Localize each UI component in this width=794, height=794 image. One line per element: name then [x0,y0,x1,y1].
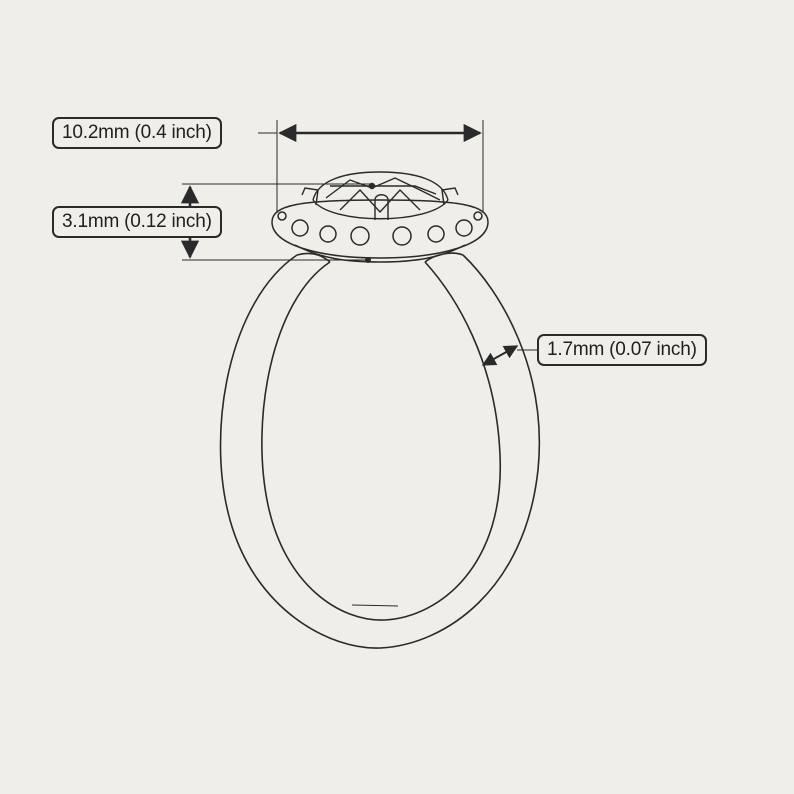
prong-front [374,194,389,220]
halo-setting [271,199,489,263]
band-width-label: 1.7mm (0.07 inch) [537,334,707,366]
ring-band [219,252,541,649]
setting-height-label: 3.1mm (0.12 inch) [52,206,222,238]
band-inner-edge [261,261,501,621]
halo-bead [277,211,287,221]
halo-stone [350,226,370,246]
stone-crown [312,171,449,201]
halo-top [271,199,489,223]
stone-facet [339,188,421,214]
prong-left [301,187,319,206]
center-stone [301,171,459,220]
stone-facet [330,185,437,195]
halo-stone [427,225,445,243]
band-outer-edge [219,254,541,649]
engraving-mark [351,604,399,607]
stone-width-label: 10.2mm (0.4 inch) [52,117,222,149]
halo-stone [392,226,412,246]
halo-stone [291,219,309,237]
dimension-width [258,120,484,213]
band-left-shoulder [296,252,331,263]
height-point [365,257,371,263]
stone-girdle [312,199,449,220]
halo-stone [455,219,473,237]
stone-facet [325,177,441,201]
halo-bead [473,211,483,221]
halo-stone [319,225,337,243]
halo-bottom [271,221,489,259]
band-arrow [481,345,519,366]
dimension-band [481,345,537,366]
halo-base [294,244,466,263]
prong-right [441,187,459,206]
